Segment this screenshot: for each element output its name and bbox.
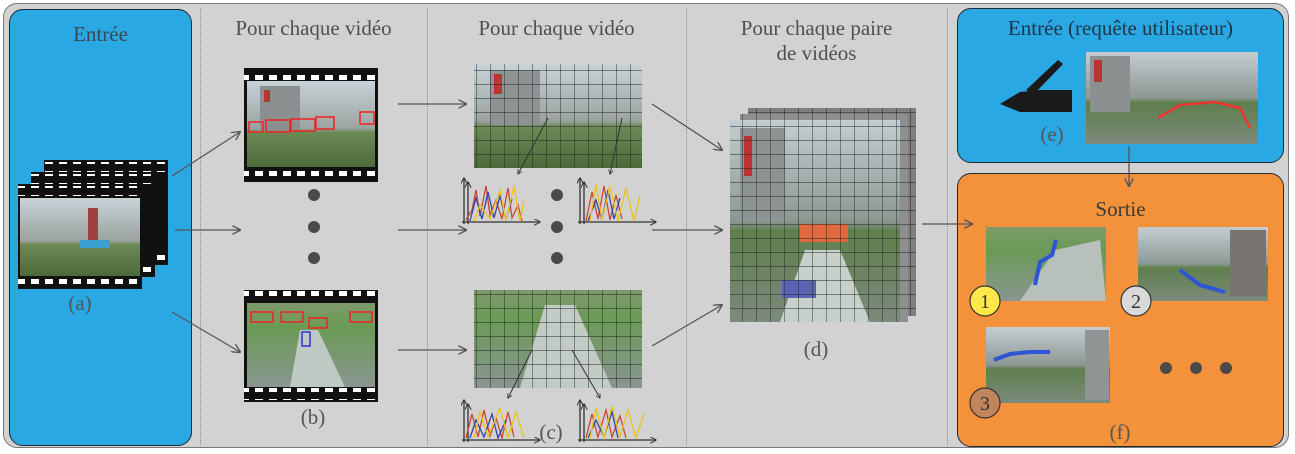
label-c: (c) (539, 420, 563, 444)
grid-frame-bottom (474, 290, 642, 388)
input-video-stack (18, 160, 168, 289)
label-d: (d) (803, 337, 829, 361)
flow-arrows (171, 104, 1129, 352)
result-thumbnail-1 (986, 227, 1106, 301)
column-title-per-pair-line2: de vidéos (776, 41, 857, 65)
histogram-links (508, 117, 623, 398)
column-title-per-video-1: Pour chaque vidéo (235, 16, 392, 40)
rank-number: 3 (980, 393, 990, 415)
query-title: Entrée (requête utilisateur) (1007, 16, 1234, 40)
column-separator (427, 8, 428, 445)
rank-badge (1120, 285, 1152, 317)
histogram-1 (462, 178, 540, 224)
histogram-2 (578, 178, 656, 224)
rank-badge (969, 387, 1001, 419)
rank-number: 1 (980, 291, 990, 313)
query-image (1086, 52, 1258, 144)
grid-frame-top (474, 64, 642, 168)
column-separator (947, 8, 948, 445)
ellipsis-dots (308, 189, 1232, 374)
pair-grid-stack (730, 108, 916, 322)
rank-number: 2 (1131, 291, 1141, 313)
hand-pen-icon (1000, 60, 1072, 112)
rank-badges: 1 2 3 (969, 285, 1152, 419)
result-thumbnail-3 (986, 327, 1110, 403)
film-frame-top (244, 68, 378, 182)
output-title: Sortie (1095, 197, 1146, 221)
film-frame-bottom (244, 290, 378, 402)
histogram-4 (578, 400, 656, 442)
result-thumbnail-2 (1138, 227, 1268, 301)
label-e: (e) (1040, 122, 1064, 146)
column-separator (686, 8, 687, 445)
input-title: Entrée (73, 22, 128, 46)
label-b: (b) (300, 405, 326, 429)
column-title-per-pair-line1: Pour chaque paire (740, 16, 893, 40)
column-title-per-video-2: Pour chaque vidéo (478, 16, 635, 40)
rank-badge (969, 285, 1001, 317)
label-a: (a) (68, 291, 92, 315)
histogram-3 (462, 400, 540, 442)
column-separator (200, 8, 201, 445)
label-f: (f) (1109, 420, 1131, 444)
